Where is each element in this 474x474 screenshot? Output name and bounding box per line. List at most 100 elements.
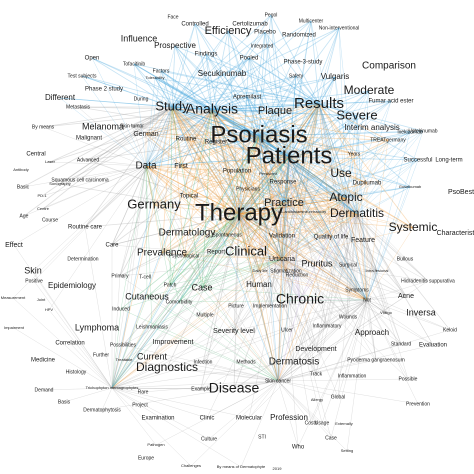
- network-edge: [59, 106, 173, 185]
- word-node-label: Cutaneous: [125, 291, 169, 301]
- network-edge: [356, 100, 392, 215]
- word-node-label: Reduction: [286, 272, 309, 278]
- network-edge: [111, 135, 260, 389]
- network-edge: [145, 133, 285, 204]
- network-edge: [91, 57, 213, 111]
- word-node-label: Comparison: [362, 61, 416, 72]
- network-edge: [326, 299, 368, 327]
- network-edge: [281, 202, 285, 260]
- network-edge: [338, 27, 358, 215]
- network-edge: [283, 202, 317, 350]
- network-edge: [200, 299, 368, 390]
- word-node-label: Vulgaris: [321, 72, 350, 81]
- network-edge: [233, 380, 279, 390]
- network-edge: [366, 270, 378, 301]
- network-edge: [171, 106, 290, 158]
- network-edge: [248, 57, 290, 158]
- network-edge: [281, 182, 368, 260]
- network-edge: [246, 96, 260, 137]
- network-edge: [194, 23, 290, 158]
- network-edge: [59, 109, 213, 185]
- network-edge: [258, 90, 370, 137]
- network-edge: [277, 211, 303, 382]
- network-edge: [211, 109, 240, 215]
- word-node-label: By means: [32, 124, 55, 130]
- network-edge: [288, 156, 328, 327]
- network-edge: [211, 109, 283, 260]
- network-edge: [281, 227, 414, 260]
- network-edge: [111, 244, 283, 260]
- word-node-label: Secukinumab: [198, 69, 247, 78]
- network-edge: [201, 202, 285, 289]
- network-edge: [180, 165, 358, 215]
- network-edge: [171, 106, 347, 199]
- network-edge: [154, 77, 320, 105]
- network-edge: [145, 156, 290, 167]
- network-edge: [145, 109, 213, 135]
- word-node-label: Who: [292, 445, 305, 451]
- network-edge: [160, 70, 320, 105]
- network-edge: [205, 53, 285, 204]
- network-edge: [356, 182, 368, 215]
- network-edge: [111, 359, 125, 389]
- network-edge: [119, 109, 213, 277]
- network-edge: [211, 109, 358, 215]
- word-node-label: Clinical: [225, 243, 267, 258]
- network-edge: [111, 387, 192, 467]
- network-edge: [13, 165, 147, 246]
- word-node-label: Plaque: [258, 105, 292, 117]
- network-edge: [288, 156, 419, 161]
- word-node-label: Costs: [305, 420, 318, 426]
- network-edge: [171, 96, 248, 108]
- network-edge: [238, 213, 317, 350]
- network-edge: [318, 103, 414, 229]
- network-edge: [247, 103, 320, 190]
- word-node-label: Molecular: [236, 416, 262, 422]
- network-edge: [277, 378, 409, 382]
- network-edge: [183, 213, 358, 257]
- word-node-label: Profession: [270, 413, 308, 422]
- network-edge: [281, 258, 407, 297]
- network-edge: [160, 70, 213, 111]
- network-edge: [183, 109, 213, 257]
- network-edge: [281, 236, 332, 260]
- network-edge: [318, 103, 358, 215]
- network-edge: [281, 258, 358, 291]
- network-edge: [120, 165, 147, 310]
- word-node-label: Metastasis: [66, 104, 90, 110]
- word-node-label: STI: [258, 434, 266, 440]
- word-node-label: Randomized: [282, 33, 316, 39]
- word-node-label: Pruritus: [301, 258, 333, 268]
- network-edge: [295, 75, 320, 105]
- word-node-label: Analysis: [186, 101, 238, 117]
- network-edge: [171, 106, 247, 253]
- network-edge: [356, 213, 429, 282]
- network-edge: [326, 213, 358, 327]
- network-edge: [238, 213, 247, 253]
- word-node-label: Atopic: [329, 190, 362, 204]
- network-edge: [345, 90, 370, 199]
- network-edge: [258, 135, 301, 301]
- network-edge: [155, 380, 279, 446]
- network-edge: [154, 77, 260, 137]
- word-node-label: Primary: [111, 273, 129, 279]
- network-edge: [238, 31, 266, 215]
- network-edge: [345, 197, 358, 291]
- network-edge: [201, 258, 283, 289]
- network-edge: [283, 186, 411, 204]
- network-edge: [211, 109, 238, 172]
- word-node-label: 2019: [273, 466, 283, 471]
- network-edge: [211, 109, 368, 301]
- network-edge: [84, 109, 213, 228]
- network-edge: [277, 380, 339, 398]
- network-edge: [145, 165, 185, 257]
- network-edge: [247, 188, 347, 199]
- network-edge: [211, 109, 228, 236]
- network-edge: [277, 289, 358, 382]
- network-edge: [238, 186, 411, 215]
- network-edge: [145, 165, 228, 236]
- network-edge: [171, 106, 368, 301]
- network-edge: [277, 236, 332, 382]
- word-node-label: Infection: [194, 359, 213, 365]
- network-edge: [283, 202, 358, 291]
